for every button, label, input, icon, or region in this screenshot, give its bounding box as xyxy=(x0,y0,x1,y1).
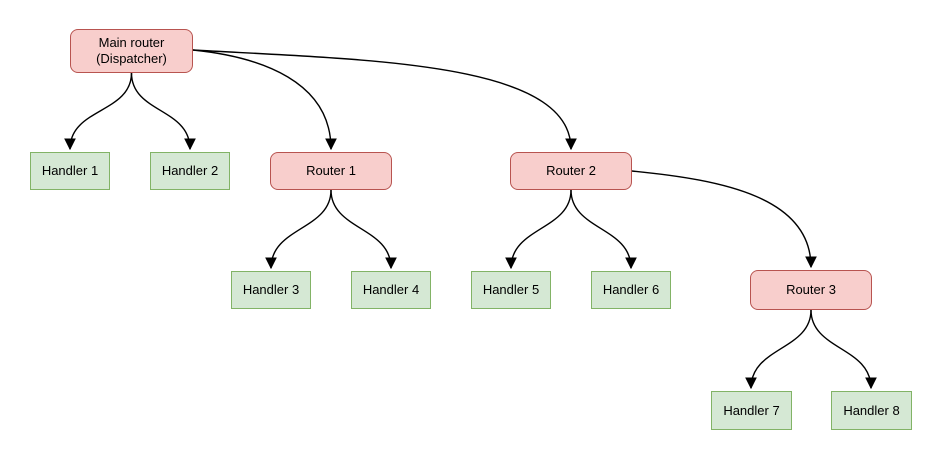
node-handler-4-label: Handler 4 xyxy=(362,282,420,297)
node-handler-8-label: Handler 8 xyxy=(843,402,900,418)
node-handler-7[interactable]: Handler 7 xyxy=(711,391,792,430)
edge-router2-to-router3 xyxy=(631,170,817,269)
node-handler-5-label: Handler 5 xyxy=(482,282,540,297)
edge-main-to-router2 xyxy=(192,49,577,151)
node-router-1-label: Router 1 xyxy=(306,163,356,178)
node-handler-3[interactable]: Handler 3 xyxy=(231,271,311,309)
node-router-2[interactable]: Router 2 xyxy=(510,152,632,190)
node-handler-2-label: Handler 2 xyxy=(161,163,219,178)
edge-router1-to-handler3 xyxy=(265,189,332,270)
edge-router1-to-handler4 xyxy=(330,189,397,270)
node-handler-6-label: Handler 6 xyxy=(602,282,660,297)
node-handler-6[interactable]: Handler 6 xyxy=(591,271,671,309)
node-handler-1[interactable]: Handler 1 xyxy=(30,152,110,190)
node-router-1[interactable]: Router 1 xyxy=(270,152,392,190)
node-router-2-label: Router 2 xyxy=(546,163,596,178)
edge-main-to-handler2 xyxy=(130,72,196,151)
node-main-router[interactable]: Main router (Dispatcher) xyxy=(70,29,193,73)
edge-router3-to-handler8 xyxy=(810,309,877,390)
edge-router2-to-handler6 xyxy=(570,189,637,270)
edge-router3-to-handler7 xyxy=(745,309,812,390)
node-handler-7-label: Handler 7 xyxy=(723,402,780,418)
node-handler-2[interactable]: Handler 2 xyxy=(150,152,230,190)
node-handler-5[interactable]: Handler 5 xyxy=(471,271,551,309)
edge-main-to-router1 xyxy=(192,49,337,151)
node-handler-4[interactable]: Handler 4 xyxy=(351,271,431,309)
edge-main-to-handler1 xyxy=(64,72,133,151)
node-main-router-label: Main router (Dispatcher) xyxy=(96,35,167,66)
node-handler-8[interactable]: Handler 8 xyxy=(831,391,912,430)
node-router-3[interactable]: Router 3 xyxy=(750,270,872,310)
edge-router2-to-handler5 xyxy=(505,189,572,270)
node-router-3-label: Router 3 xyxy=(786,282,836,297)
node-handler-3-label: Handler 3 xyxy=(242,282,300,297)
node-handler-1-label: Handler 1 xyxy=(41,163,99,178)
